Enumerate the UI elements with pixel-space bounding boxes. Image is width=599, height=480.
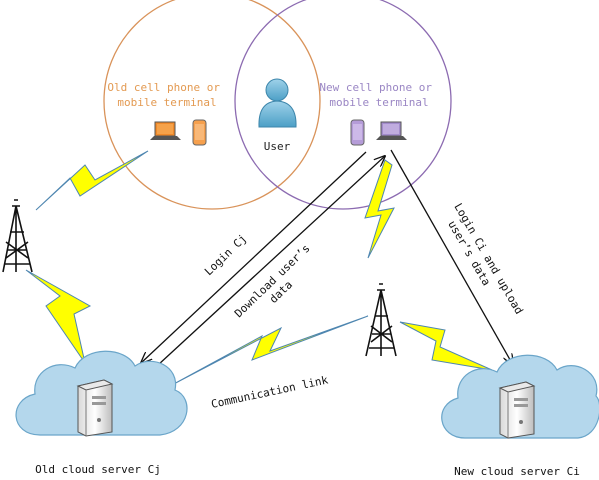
arrow-download-data	[157, 156, 385, 366]
user-icon	[258, 78, 297, 128]
lightning-tower-to-new-cloud	[399, 321, 493, 371]
arrow-login-ci-upload	[390, 149, 513, 365]
old-laptop-icon	[150, 121, 181, 140]
old-server-label: Old cloud server Cj	[35, 463, 161, 476]
old-terminal-label-line1: Old cell phone or	[107, 81, 220, 94]
user-label: User	[264, 140, 291, 153]
old-terminal-circle	[103, 0, 321, 210]
old-server-icon	[76, 379, 114, 437]
new-phone-icon	[350, 119, 365, 146]
new-terminal-label-line2: mobile terminal	[329, 96, 428, 109]
new-terminal-label: New cell phone or mobile terminal	[319, 81, 438, 109]
tower-icon-left	[2, 199, 33, 273]
new-terminal-label-line1: New cell phone or	[319, 81, 432, 94]
new-server-label: New cloud server Ci	[454, 465, 580, 478]
lightning-new-phone-to-tower	[364, 159, 395, 259]
login-ci-upload-label: Login Ci and upload user’s data	[439, 201, 529, 329]
old-terminal-label: Old cell phone or mobile terminal	[107, 81, 226, 109]
tower-icon-right	[365, 283, 397, 357]
new-terminal-circle	[234, 0, 452, 210]
lightning-tower-to-old-cloud-link	[169, 315, 369, 387]
new-server-icon	[498, 381, 536, 439]
login-ci-upload-label-line1: Login Ci and upload	[451, 201, 525, 316]
communication-link-label: Communication link	[210, 373, 330, 411]
new-laptop-icon	[376, 121, 407, 140]
arrow-login-cj	[141, 151, 367, 363]
lightning-old-phone-to-tower	[35, 150, 149, 211]
download-data-label-line1: Download user’s	[232, 242, 312, 320]
old-phone-icon	[192, 119, 207, 146]
login-cj-label: Login Cj	[202, 232, 249, 278]
old-terminal-label-line2: mobile terminal	[117, 96, 216, 109]
lightning-tower-to-old-cloud	[25, 269, 92, 364]
